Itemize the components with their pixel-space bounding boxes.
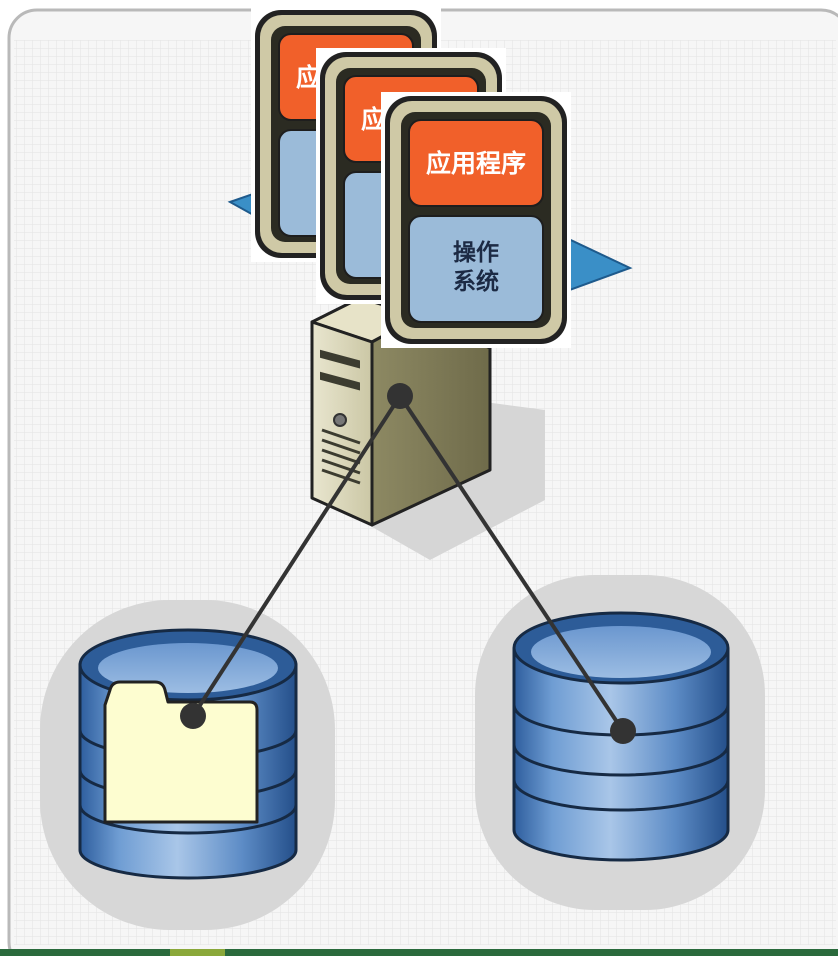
- os-label-line2: 系统: [453, 268, 499, 295]
- application-label: 应用程序: [426, 149, 526, 178]
- application-block: [408, 119, 544, 207]
- server-connector-dot: [387, 383, 413, 409]
- bottom-strip: [0, 949, 838, 956]
- connector-line-right: [398, 394, 625, 733]
- connectors: [180, 383, 636, 744]
- folder-icon: [103, 680, 259, 824]
- vm-stack: 应用程序操作系统应用程序操作系统应用程序操作系统: [251, 6, 571, 348]
- os-label-line1: 操作: [453, 240, 499, 266]
- operating-system-block: [408, 215, 544, 323]
- database-connector-dot: [610, 718, 636, 744]
- connector-line-left: [191, 394, 402, 718]
- folder-connector-dot: [180, 703, 206, 729]
- database-cylinder-icon: [512, 611, 730, 862]
